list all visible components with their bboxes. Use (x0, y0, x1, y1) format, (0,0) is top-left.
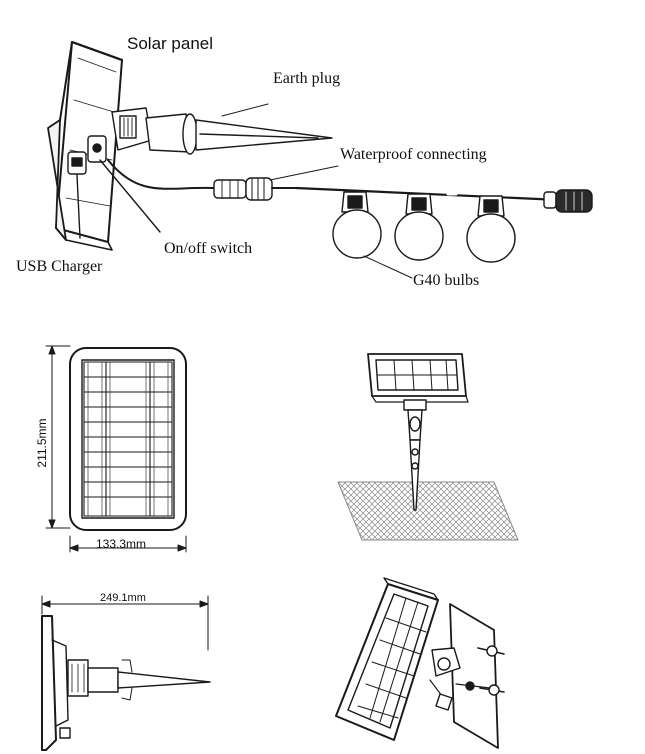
wall-plate (449, 603, 499, 749)
length-dimension-line (41, 595, 209, 651)
cable-and-connector (107, 159, 593, 213)
panel-side-profile (41, 615, 211, 751)
g40-bulbs-label: G40 bulbs (413, 272, 480, 289)
height-dimension-line (45, 345, 71, 529)
solar-panel-label: Solar panel (127, 34, 214, 53)
height-dimension-label: 211.5mm (35, 418, 49, 468)
on-off-switch-label: On/off switch (164, 240, 253, 257)
on-off-switch (87, 135, 161, 233)
g40-bulb-1 (332, 191, 413, 279)
wall-mounted-panel (335, 577, 461, 741)
length-dimension-label: 249.1mm (100, 592, 146, 604)
solar-panel-side-view (47, 41, 123, 251)
earth-plug-stake (111, 103, 333, 155)
g40-bulb-2 (394, 193, 444, 261)
width-dimension-label: 133.3mm (96, 537, 147, 551)
earth-plug-label: Earth plug (273, 70, 341, 87)
waterproof-connecting-label: Waterproof connecting (340, 146, 487, 163)
g40-bulb-3 (466, 195, 516, 263)
usb-charger-label: USB Charger (16, 258, 103, 275)
width-dimension-line (69, 535, 187, 553)
panel-front-view (69, 347, 187, 531)
staked-panel-view (367, 353, 469, 511)
usb-charger-port (67, 151, 87, 239)
ground-patch (337, 481, 519, 541)
wall-mount-screws (455, 645, 505, 696)
